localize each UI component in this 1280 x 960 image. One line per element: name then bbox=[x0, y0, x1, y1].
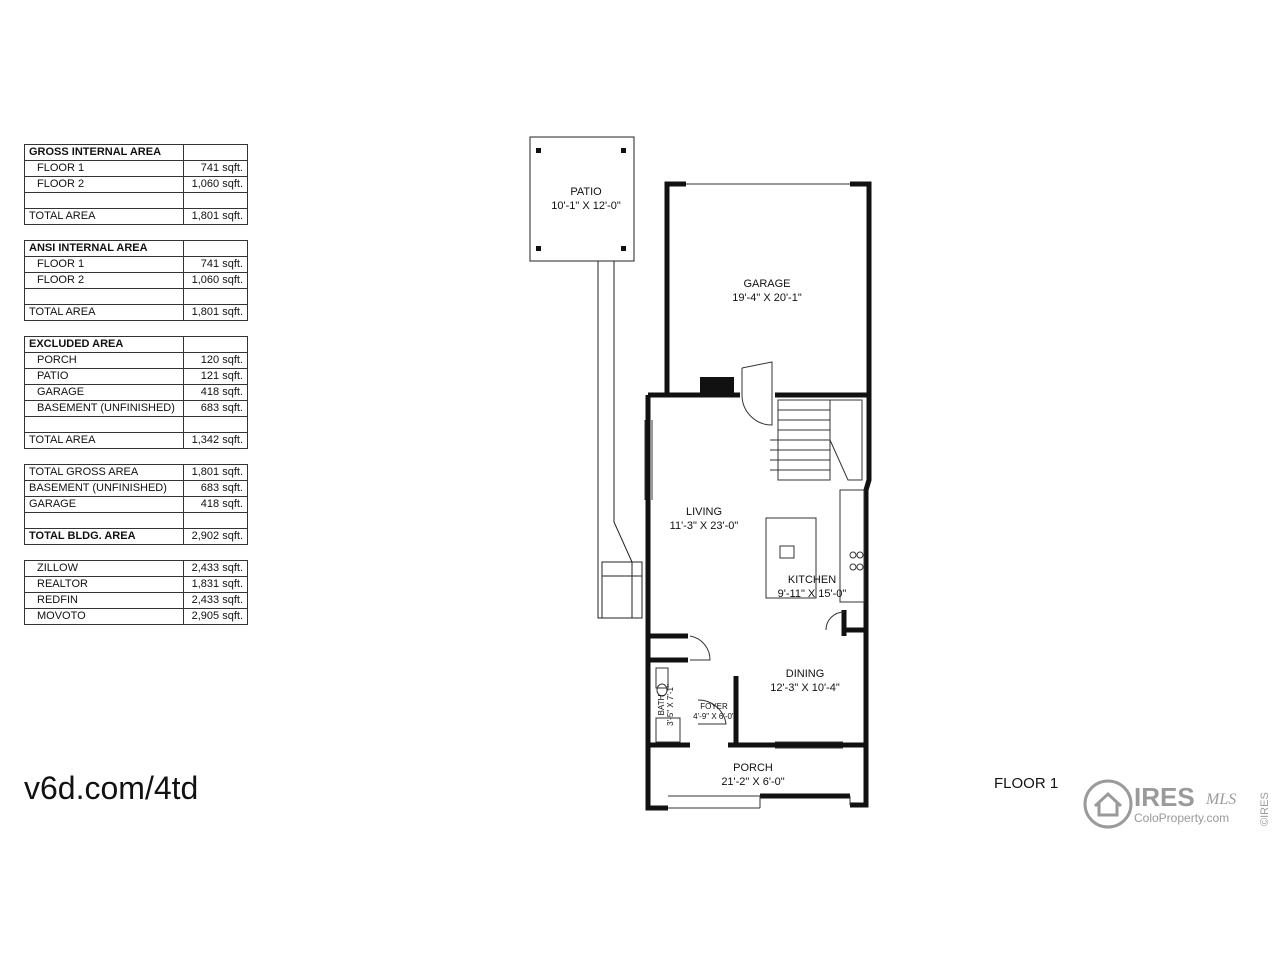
svg-text:ColoProperty.com: ColoProperty.com bbox=[1134, 811, 1229, 825]
table-row: BASEMENT (UNFINISHED)683 sqft. bbox=[24, 400, 248, 417]
area-value: 1,801 sqft. bbox=[183, 464, 248, 481]
area-label: ANSI INTERNAL AREA bbox=[24, 240, 184, 257]
foyer-label: FOYER bbox=[700, 702, 728, 711]
floor-label: FLOOR 1 bbox=[994, 775, 1059, 792]
area-value: 120 sqft. bbox=[183, 352, 248, 369]
living-dims: 11'-3" X 23'-0" bbox=[670, 520, 739, 532]
dining-dims: 12'-3" X 10'-4" bbox=[770, 682, 840, 694]
kitchen-label: KITCHEN bbox=[788, 574, 836, 586]
table-row: ANSI INTERNAL AREA bbox=[24, 240, 248, 257]
patio-label: PATIO bbox=[570, 186, 602, 198]
area-value: 2,905 sqft. bbox=[183, 608, 248, 625]
svg-text:MLS: MLS bbox=[1205, 791, 1236, 808]
ires-mls-logo: IRES MLS ColoProperty.com ©IRES bbox=[1083, 779, 1271, 829]
area-value: 1,801 sqft. bbox=[183, 208, 248, 225]
area-value: 741 sqft. bbox=[183, 256, 248, 273]
kitchen-island bbox=[765, 517, 817, 599]
svg-text:IRES: IRES bbox=[1134, 782, 1195, 812]
fireplace bbox=[700, 377, 734, 395]
garage-walls bbox=[664, 181, 872, 395]
porch-dims: 21'-2" X 6'-0" bbox=[721, 776, 784, 788]
area-value: 1,342 sqft. bbox=[183, 432, 248, 449]
porch-label: PORCH bbox=[733, 762, 773, 774]
area-label: FLOOR 1 bbox=[24, 256, 184, 273]
foyer-dims: 4'-9" X 6'-0" bbox=[693, 712, 735, 721]
area-label: TOTAL AREA bbox=[24, 432, 184, 449]
dining-label: DINING bbox=[786, 668, 825, 680]
kitchen-wall bbox=[841, 610, 866, 636]
area-value: 683 sqft. bbox=[183, 400, 248, 417]
area-value: 2,902 sqft. bbox=[183, 528, 248, 545]
garage-label: GARAGE bbox=[743, 278, 790, 290]
area-label: TOTAL AREA bbox=[24, 208, 184, 225]
garage-dims: 19'-4" X 20'-1" bbox=[732, 292, 802, 304]
patio-walkway bbox=[597, 261, 633, 619]
kitchen-dims: 9'-11" X 15'-0" bbox=[778, 588, 847, 600]
house-east-wall bbox=[850, 395, 872, 808]
patio-step bbox=[601, 561, 643, 619]
tour-url[interactable]: v6d.com/4td bbox=[24, 770, 199, 806]
area-value: 1,801 sqft. bbox=[183, 304, 248, 321]
area-label: TOTAL GROSS AREA bbox=[24, 464, 184, 481]
area-value: 418 sqft. bbox=[183, 496, 248, 513]
area-label: MOVOTO bbox=[24, 608, 184, 625]
house-west-wall bbox=[645, 395, 668, 811]
area-value: 1,831 sqft. bbox=[183, 576, 248, 593]
patio-outline bbox=[529, 136, 635, 262]
bath-label: BATH bbox=[657, 694, 666, 715]
area-label: TOTAL BLDG. AREA bbox=[24, 528, 184, 545]
living-label: LIVING bbox=[686, 506, 722, 518]
bath-dims: 3'-5" X 7'-1" bbox=[666, 684, 675, 726]
patio-dims: 10'-1" X 12'-0" bbox=[551, 200, 621, 212]
svg-text:©IRES: ©IRES bbox=[1259, 792, 1271, 826]
area-value: 1,060 sqft. bbox=[183, 176, 248, 193]
interior-partition bbox=[645, 633, 866, 748]
